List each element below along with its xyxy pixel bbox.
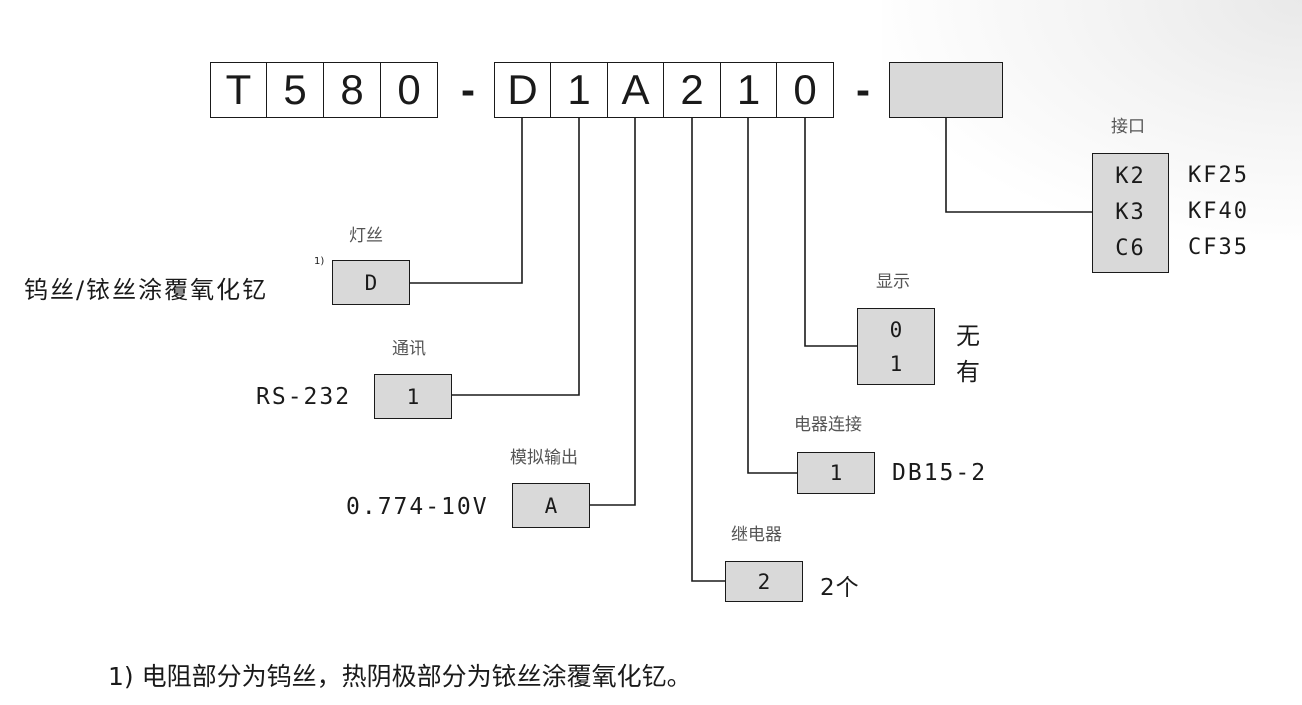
analog-label: 0.774-10V — [346, 494, 489, 520]
relay-code-box: 2 — [725, 561, 803, 602]
filament-footnote-mark: 1) — [314, 256, 325, 267]
code-char-connector: 1 — [720, 62, 777, 118]
display-caption: 显示 — [876, 272, 910, 292]
interface-codes: K2 K3 C6 — [1115, 159, 1146, 267]
display-label-1: 有 — [956, 358, 981, 386]
code-dash-1: - — [461, 66, 475, 113]
comm-caption: 通讯 — [392, 339, 426, 359]
relay-label: 2个 — [820, 575, 860, 601]
code-char-display: 0 — [776, 62, 834, 118]
line-analog — [590, 118, 636, 506]
connector-label: DB15-2 — [892, 460, 988, 486]
filament-label: 钨丝/铱丝涂覆氧化钇 — [24, 276, 269, 304]
display-code-0: 0 — [889, 317, 903, 342]
analog-code-box: A — [512, 483, 590, 528]
connector-code-box: 1 — [797, 452, 875, 494]
interface-code-c6: C6 — [1115, 236, 1146, 261]
line-filament — [410, 118, 523, 284]
line-display — [804, 118, 857, 347]
interface-label-kf25: KF25 — [1188, 163, 1249, 188]
filament-caption: 灯丝 — [349, 226, 383, 246]
code-char-t: T — [210, 62, 267, 118]
interface-caption: 接口 — [1111, 117, 1145, 137]
comm-label: RS-232 — [256, 384, 352, 410]
interface-label-cf35: CF35 — [1188, 235, 1249, 260]
interface-code-k2: K2 — [1115, 164, 1146, 189]
relay-caption: 继电器 — [731, 525, 782, 545]
display-code-box: 0 1 — [857, 308, 935, 385]
display-label-0: 无 — [956, 322, 981, 350]
interface-code-box: K2 K3 C6 — [1092, 153, 1169, 273]
connector-caption: 电器连接 — [794, 415, 862, 435]
display-code-1: 1 — [889, 351, 903, 376]
code-char-comm: 1 — [550, 62, 608, 118]
interface-code-k3: K3 — [1115, 200, 1146, 225]
code-char-filament: D — [494, 62, 551, 118]
line-comm — [452, 118, 580, 396]
interface-label-kf40: KF40 — [1188, 199, 1249, 224]
line-relay — [691, 118, 725, 582]
code-char-8: 8 — [323, 62, 381, 118]
comm-code-box: 1 — [374, 374, 452, 419]
filament-code-box: D — [332, 260, 410, 305]
analog-caption: 模拟输出 — [510, 448, 578, 468]
line-connector — [747, 118, 797, 474]
interface-labels: KF25 KF40 CF35 — [1188, 158, 1249, 266]
line-interface — [945, 118, 1092, 213]
code-char-relay: 2 — [663, 62, 721, 118]
code-interface-blank — [889, 62, 1003, 118]
code-dash-2: - — [856, 66, 870, 113]
footnote: 1) 电阻部分为钨丝，热阴极部分为铱丝涂覆氧化钇。 — [108, 662, 692, 691]
code-char-5: 5 — [266, 62, 324, 118]
code-char-0: 0 — [380, 62, 438, 118]
code-char-analog: A — [607, 62, 664, 118]
